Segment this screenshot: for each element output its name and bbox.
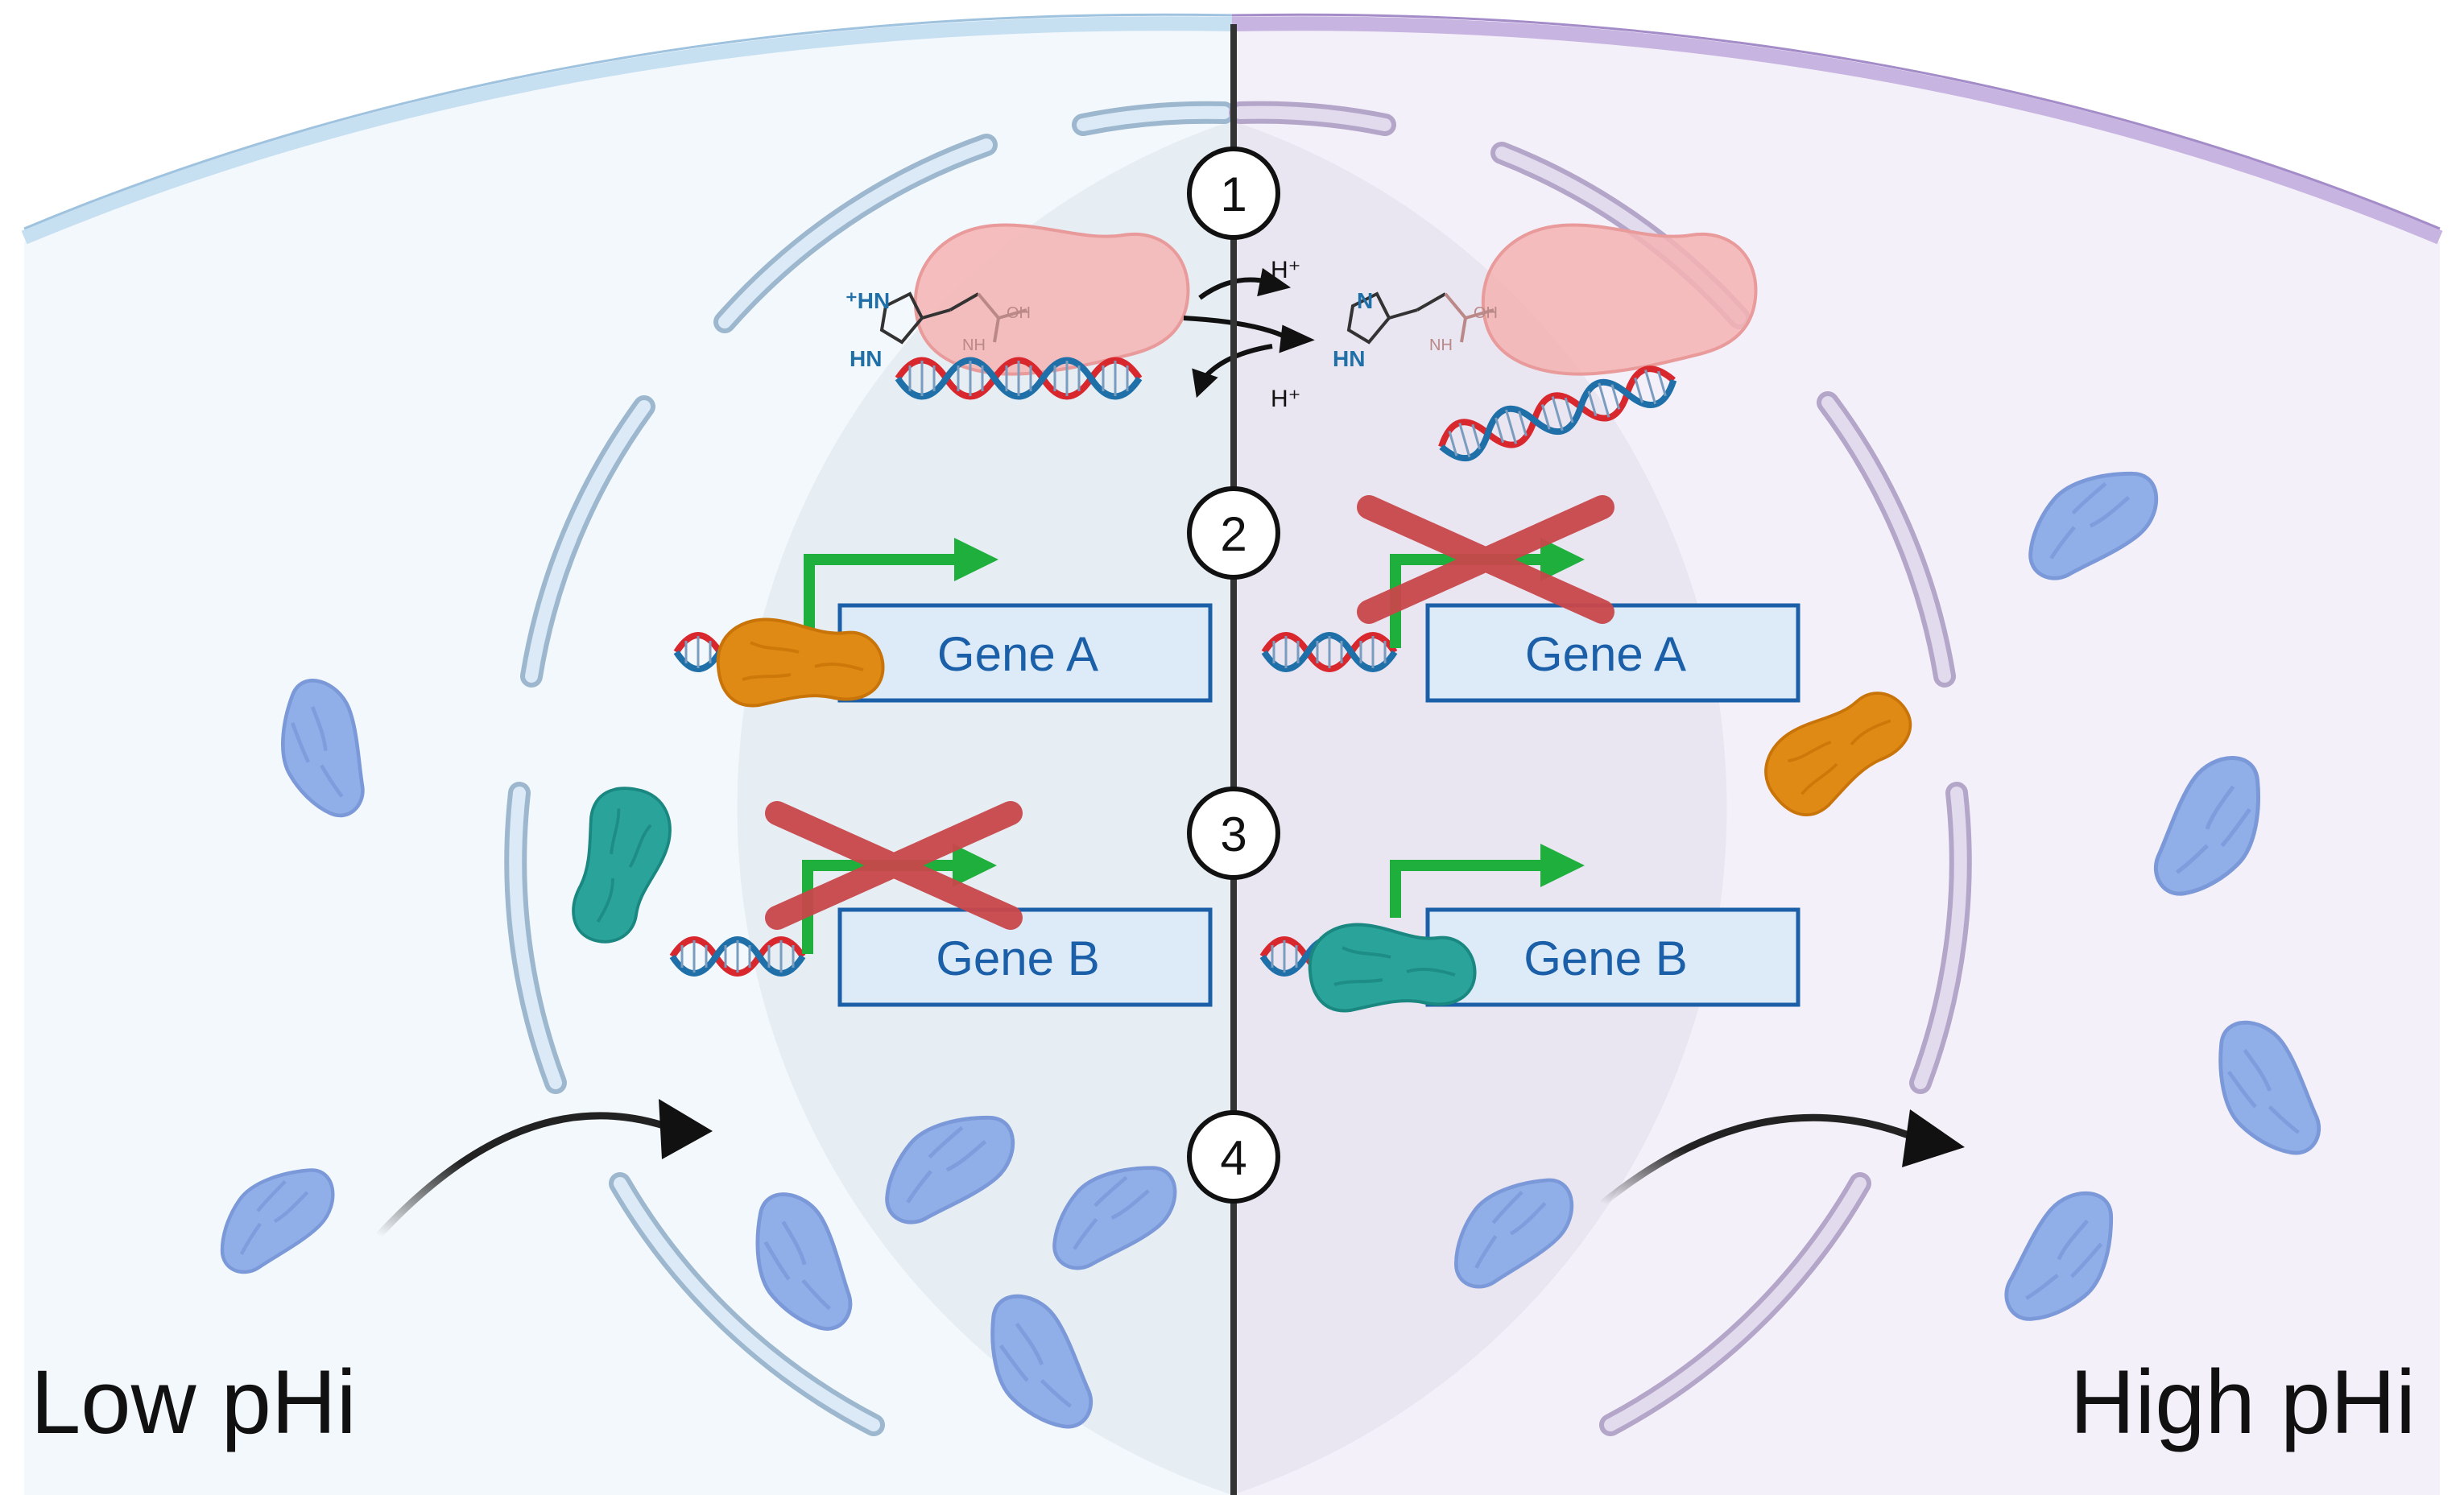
left-cell-membrane-edge bbox=[23, 13, 1233, 230]
nucleus-right bbox=[1232, 121, 1727, 1495]
gene-b-label: Gene B bbox=[1523, 931, 1687, 985]
left-protein-dna-complex: ⁺HN HN OH NH bbox=[845, 223, 1190, 397]
right-cell-membrane-edge bbox=[1231, 13, 2441, 230]
residue-label-bottom: HN bbox=[1333, 346, 1365, 371]
gene-b-left: Gene B bbox=[672, 801, 1213, 1007]
nh-label: NH bbox=[1429, 337, 1453, 354]
dna-icon bbox=[898, 361, 1139, 397]
block-cross-icon bbox=[1357, 495, 1614, 624]
gene-a-box bbox=[837, 603, 1213, 703]
proton-label-top: H⁺ bbox=[1271, 257, 1301, 283]
step-number: 2 bbox=[1220, 507, 1246, 561]
step-marker-2: 2 bbox=[1187, 486, 1280, 580]
oh-label: OH bbox=[1007, 304, 1031, 322]
promoter-arrowhead bbox=[953, 844, 997, 887]
export-arrowhead bbox=[1902, 1109, 1965, 1167]
step-marker-4: 4 bbox=[1187, 1110, 1280, 1204]
import-arrowhead bbox=[659, 1099, 713, 1159]
right-protein-dna-complex: N HN OH NH bbox=[1333, 223, 1758, 465]
step-marker-3: 3 bbox=[1187, 787, 1280, 880]
residue-label-top: ⁺HN bbox=[845, 288, 890, 313]
promoter-arrowhead bbox=[954, 538, 998, 581]
import-arrow bbox=[375, 1112, 670, 1239]
promoter-arrow bbox=[804, 554, 958, 648]
step-number: 4 bbox=[1220, 1131, 1246, 1185]
histidine-icon bbox=[879, 291, 1027, 345]
orange-protein-icon bbox=[716, 617, 885, 708]
gene-a-left: Gene A bbox=[676, 538, 1213, 708]
gene-b-box bbox=[837, 907, 1213, 1007]
step-number: 3 bbox=[1220, 807, 1246, 861]
promoter-arrow bbox=[1390, 860, 1544, 918]
promoter-arrowhead bbox=[1540, 538, 1585, 581]
histidine-icon bbox=[1346, 291, 1495, 345]
step-marker-1: 1 bbox=[1187, 147, 1280, 240]
nucleus-left bbox=[737, 121, 1232, 1495]
teal-protein-icon bbox=[1308, 923, 1477, 1013]
oh-label: OH bbox=[1474, 304, 1498, 322]
gene-b-box bbox=[1425, 907, 1800, 1007]
gene-a-right: Gene A bbox=[1264, 495, 1800, 703]
export-arrow bbox=[1600, 1113, 1910, 1207]
nh-label: NH bbox=[962, 337, 986, 354]
block-cross-icon bbox=[765, 801, 1023, 930]
gene-b-label: Gene B bbox=[936, 931, 1099, 985]
low-phi-label: Low pHi bbox=[31, 1352, 357, 1452]
step-number: 1 bbox=[1220, 167, 1246, 221]
residue-label-bottom: HN bbox=[850, 346, 882, 371]
nuclear-envelope-left bbox=[504, 101, 1235, 1436]
right-cell-membrane bbox=[1231, 16, 2443, 245]
gene-a-label: Gene A bbox=[937, 627, 1098, 681]
gene-a-label: Gene A bbox=[1525, 627, 1686, 681]
high-phi-label: High pHi bbox=[2069, 1352, 2416, 1452]
promoter-arrowhead bbox=[1540, 844, 1585, 887]
gene-a-box bbox=[1425, 603, 1800, 703]
residue-label-top: N bbox=[1357, 288, 1373, 313]
left-cell-membrane bbox=[21, 16, 1233, 245]
proton-label-bottom: H⁺ bbox=[1271, 386, 1301, 412]
gene-b-right: Gene B bbox=[1263, 844, 1800, 1013]
